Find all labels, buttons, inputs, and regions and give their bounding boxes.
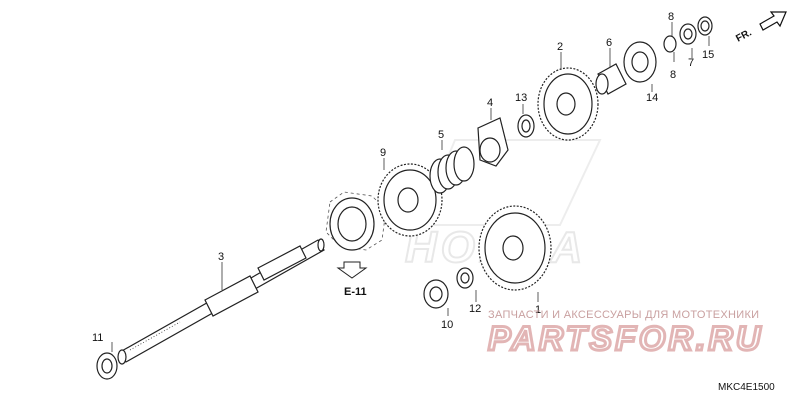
part-number-11: 11 xyxy=(92,332,103,344)
part-number-4: 4 xyxy=(487,97,493,109)
part-number-14: 14 xyxy=(646,92,658,104)
collar-6 xyxy=(595,63,627,95)
ring-8a xyxy=(663,35,677,53)
watermark-tagline: ЗАПЧАСТИ И АКСЕССУАРЫ ДЛЯ МОТОТЕХНИКИ xyxy=(488,309,759,321)
part-number-5: 5 xyxy=(438,129,444,141)
gear-2 xyxy=(537,67,599,141)
spring-5 xyxy=(429,146,475,194)
part-number-6: 6 xyxy=(606,37,612,49)
site-watermark: ЗАПЧАСТИ И АКСЕССУАРЫ ДЛЯ МОТОТЕХНИКИ PA… xyxy=(487,309,763,360)
part-number-15: 15 xyxy=(702,49,714,61)
watermark-brand: PARTSFOR.RU xyxy=(488,320,763,358)
part-number-9: 9 xyxy=(380,147,386,159)
part-number-8b: 8 xyxy=(670,69,676,81)
nut-11 xyxy=(96,352,118,380)
part-number-12: 12 xyxy=(469,303,481,315)
washer-13 xyxy=(517,114,535,138)
ring-15 xyxy=(697,16,713,36)
nut-10 xyxy=(423,279,449,309)
collar-4 xyxy=(477,117,509,167)
front-direction-arrow-icon: FR. xyxy=(734,11,787,45)
reference-label: E-11 xyxy=(344,286,367,298)
direction-label: FR. xyxy=(734,27,754,44)
leader-lines xyxy=(111,22,710,352)
part-number-7: 7 xyxy=(688,57,694,69)
part-number-2: 2 xyxy=(557,41,563,53)
mainshaft xyxy=(117,238,325,365)
part-number-8a: 8 xyxy=(668,11,674,23)
gear-9 xyxy=(377,163,443,237)
ring-7 xyxy=(679,23,697,45)
bearing-e11 xyxy=(325,191,387,279)
gear-1 xyxy=(478,205,552,291)
bearing-14 xyxy=(623,41,657,83)
part-number-10: 10 xyxy=(441,319,453,331)
diagram-code: MKC4E1500 xyxy=(718,382,775,393)
part-number-3: 3 xyxy=(218,251,224,263)
part-number-1: 1 xyxy=(535,304,541,316)
part-number-13: 13 xyxy=(515,92,527,104)
washer-12 xyxy=(456,267,474,289)
part-number-labels: 1 2 3 4 5 6 7 8 8 9 10 11 12 13 14 15 xyxy=(92,11,714,344)
